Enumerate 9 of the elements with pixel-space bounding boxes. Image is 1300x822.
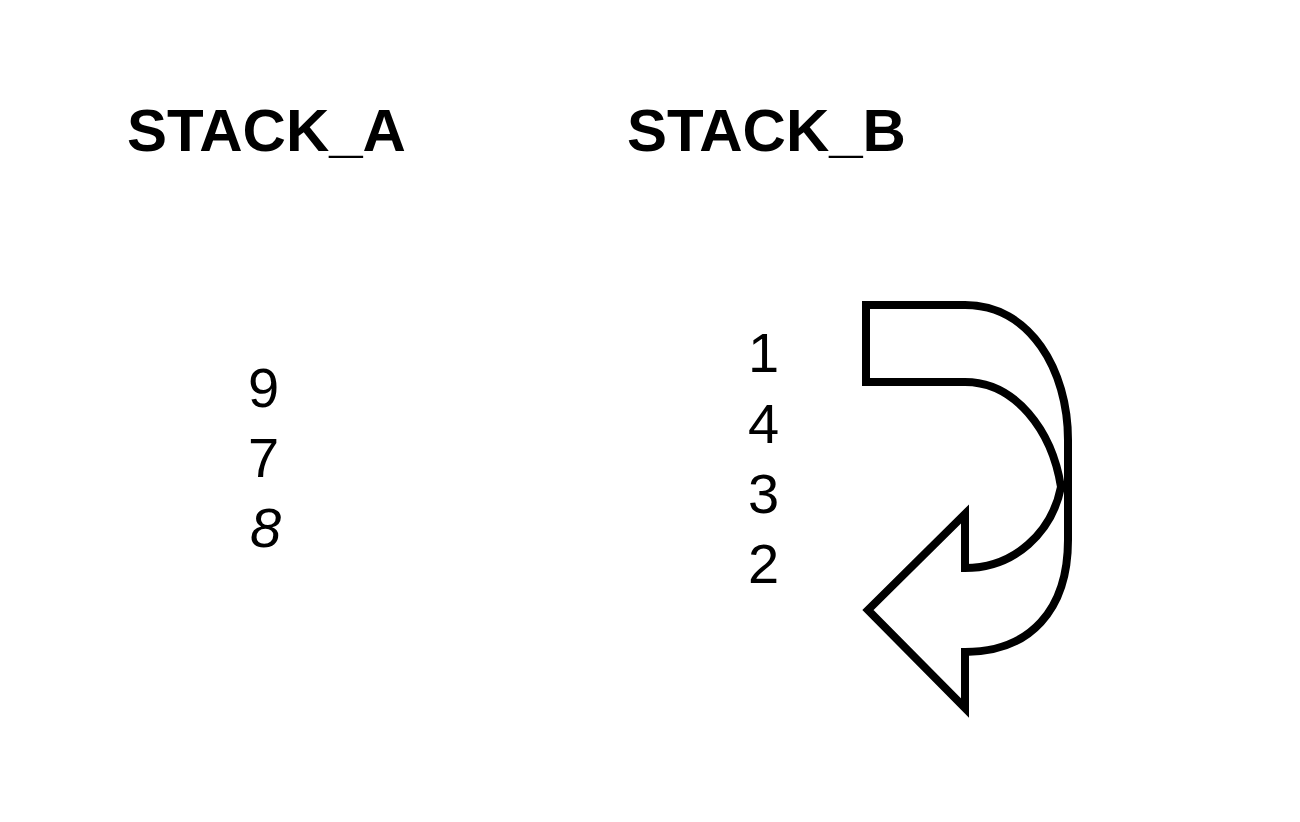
stack-value: 7	[248, 430, 280, 486]
stack-value: 1	[748, 325, 780, 381]
stack-heading: STACK_A	[127, 101, 406, 161]
stack-value: 9	[248, 360, 280, 416]
stack-value: 4	[748, 396, 780, 452]
stack-value: 2	[748, 536, 780, 592]
stack-value: 8	[250, 500, 282, 556]
stack-value: 3	[748, 466, 780, 522]
stack-heading: STACK_B	[627, 101, 906, 161]
